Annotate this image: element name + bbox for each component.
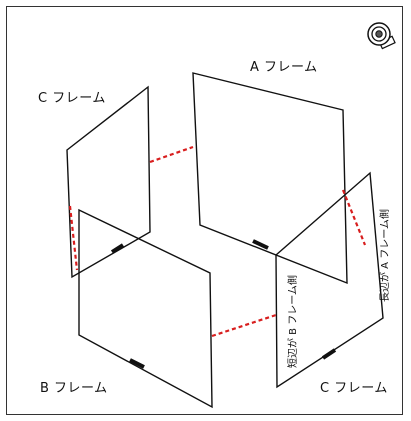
label-b-frame: B フレーム — [40, 381, 108, 396]
hinge-mark — [129, 358, 145, 369]
connector-a-to-c — [341, 189, 367, 246]
label-long-side: 長辺が A フレーム側 — [380, 209, 391, 302]
diagram-border — [6, 6, 403, 415]
connector-c-to-a — [149, 145, 194, 164]
connector-b-to-c — [211, 313, 277, 338]
label-a-frame: A フレーム — [250, 60, 318, 75]
c-frame-top-panel — [66, 85, 151, 279]
label-c-frame-top: C フレーム — [38, 91, 106, 106]
tape-roll-icon — [366, 20, 396, 50]
hinge-mark — [252, 239, 269, 250]
b-frame-panel — [78, 208, 213, 409]
connector-c-to-b — [68, 205, 79, 271]
a-frame-panel — [192, 72, 348, 285]
hinge-mark — [321, 348, 337, 360]
label-c-frame-bottom: C フレーム — [320, 381, 388, 396]
label-short-side: 短辺が B フレーム側 — [288, 275, 299, 368]
c-frame-bottom-panel — [275, 171, 384, 389]
hinge-mark — [110, 243, 125, 254]
